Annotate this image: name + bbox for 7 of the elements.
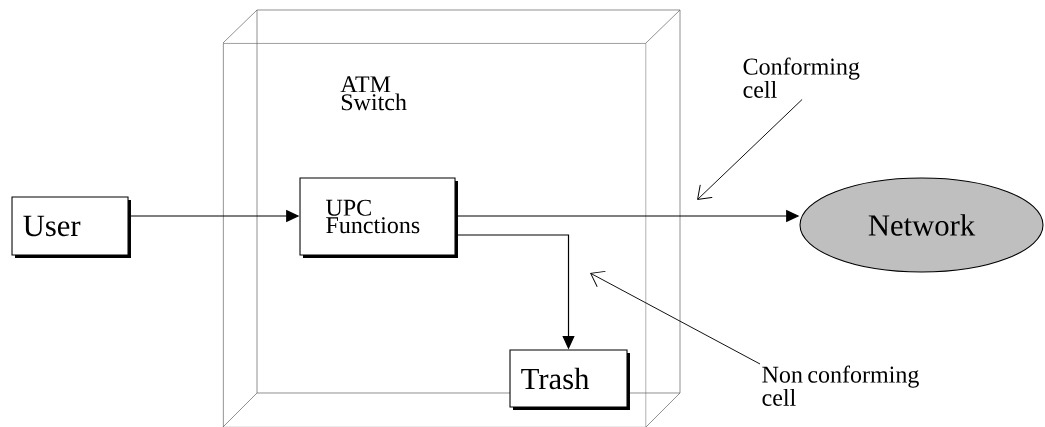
process-box: Trash — [509, 349, 630, 410]
leader-line — [590, 270, 761, 365]
leader-line — [697, 99, 803, 200]
callout-text: Non conforming cell — [762, 365, 919, 406]
process-box: UPC Functions — [299, 177, 458, 258]
process-box: User — [11, 196, 131, 258]
callout-text: Conforming cell — [743, 57, 860, 98]
